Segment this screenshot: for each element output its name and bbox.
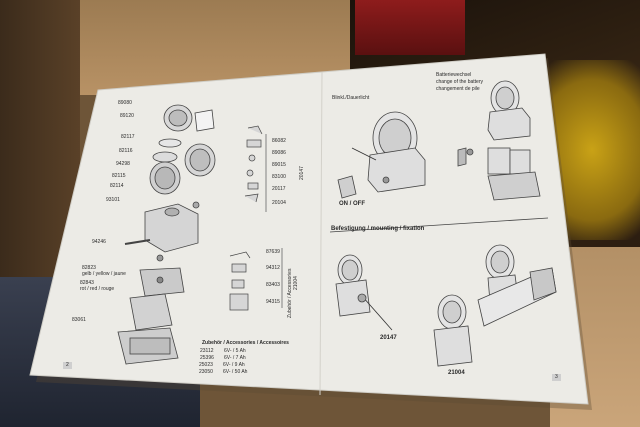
red-object (355, 0, 465, 55)
part-89015: 89015 (272, 162, 286, 168)
mounting-divider (329, 217, 549, 233)
mount-number-20147: 20147 (380, 335, 397, 341)
side-number-20147: 20147 (299, 166, 305, 180)
part-94298: 94298 (116, 161, 130, 167)
part-93101: 93101 (106, 197, 120, 203)
part-86082: 86082 (272, 138, 286, 144)
accessory-number: 23050 (199, 369, 213, 375)
part-89120: 89120 (120, 113, 134, 119)
part-82116: 82116 (119, 148, 133, 154)
mount-barrier-view (433, 244, 557, 367)
part-83061: 83061 (72, 317, 86, 323)
color-yellow-label: gelb / yellow / jaune (82, 271, 126, 277)
accessory-spec: 6V- / 9 Ah (223, 362, 245, 368)
battery-change-de: Batteriewechsel (436, 72, 472, 78)
mount-number-21004: 21004 (448, 370, 465, 376)
exploded-view-lamp (117, 104, 216, 365)
accessories-heading: Zubehör / Accessories / Accessoires (202, 340, 289, 346)
mounting-heading: Befestigung / mounting / fixation (331, 226, 425, 232)
page-number-right: 3 (552, 374, 561, 381)
accessory-spec: 6V- / 5 Ah (224, 348, 246, 354)
mount-post-view (335, 254, 393, 331)
battery-change-fr: changement de pile (436, 86, 480, 92)
part-82115: 82115 (112, 173, 126, 179)
part-83100: 83100 (272, 174, 286, 180)
lamp-switch-view (337, 111, 426, 199)
part-83403: 83403 (266, 282, 280, 288)
part-87639: 87639 (266, 249, 280, 255)
part-82114: 82114 (110, 183, 124, 189)
part-82823: 82823 (82, 265, 96, 271)
part-82117: 82117 (121, 134, 135, 140)
part-94312: 94312 (266, 265, 280, 271)
part-20117: 20117 (272, 186, 286, 192)
side-number-21004: 21004 (293, 276, 299, 290)
accessory-number: 25023 (199, 362, 213, 368)
switch-label: Blinkl./Dauerlicht (332, 95, 370, 101)
part-94315: 94315 (266, 299, 280, 305)
on-off-label: ON / OFF (339, 201, 365, 207)
accessory-number: 23112 (200, 348, 214, 354)
accessory-number: 25396 (200, 355, 214, 361)
accessory-spec: 6V- / 7 Ah (224, 355, 246, 361)
part-89086: 89086 (272, 150, 286, 156)
accessories-vertical-label: Zubehör / Accessories (287, 268, 293, 318)
part-82843: 82843 (80, 280, 94, 286)
part-89080: 89080 (118, 100, 132, 106)
part-94246: 94246 (92, 239, 106, 245)
battery-change-en: change of the battery (436, 79, 483, 85)
part-20104: 20104 (272, 200, 286, 206)
accessory-spec: 6V- / 50 Ah (223, 369, 248, 375)
color-red-label: rot / red / rouge (80, 286, 115, 292)
small-parts-column (229, 125, 283, 311)
battery-change-view (457, 80, 541, 201)
page-number-left: 2 (63, 362, 72, 369)
